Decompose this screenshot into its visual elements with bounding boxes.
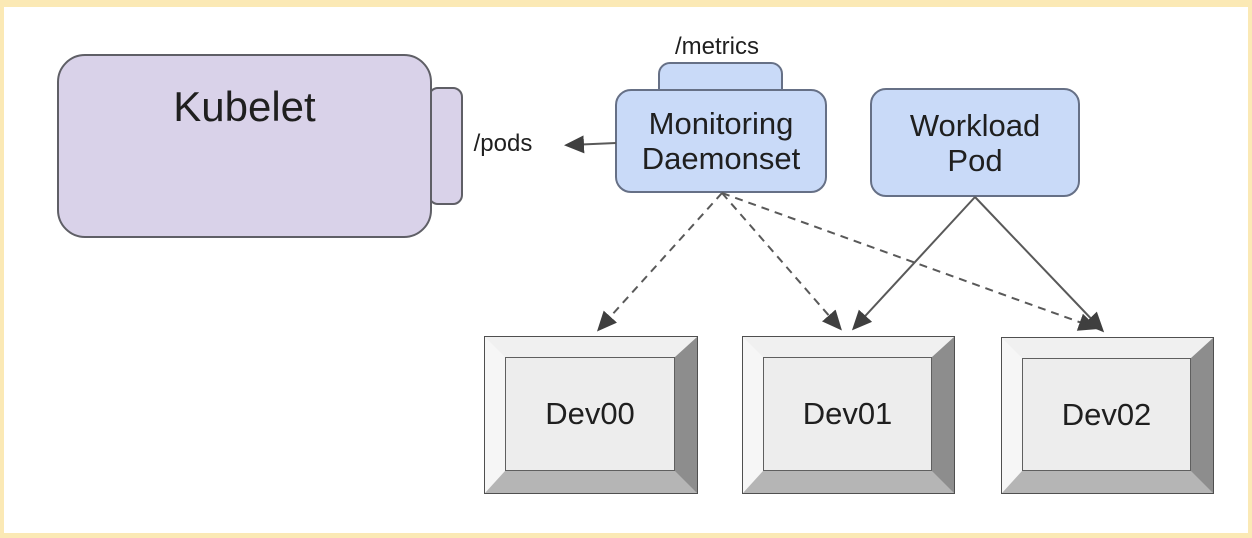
kubelet-node: Kubelet [57, 54, 432, 238]
metrics-endpoint-label: /metrics [675, 33, 759, 60]
edge-monitoring_daemonset-dev01 [721, 192, 842, 331]
device-label: Dev00 [545, 396, 635, 431]
edge-workload_pod-dev01 [851, 196, 976, 331]
monitoring-daemonset-node: Monitoring Daemonset [615, 89, 827, 193]
workload-pod-label: Workload Pod [909, 107, 1041, 178]
edge-monitoring_daemonset-pods_endpoint [564, 135, 617, 154]
device-node-dev02: Dev02 [1002, 338, 1213, 493]
device-node-dev00: Dev00 [485, 337, 697, 493]
kubelet-label: Kubelet [173, 83, 316, 130]
edge-workload_pod-dev02 [974, 196, 1105, 333]
edge-monitoring_daemonset-dev00 [596, 192, 723, 332]
device-label: Dev01 [802, 396, 893, 431]
device-panel: Dev01 [763, 357, 932, 471]
workload-pod-node: Workload Pod [870, 88, 1080, 197]
device-panel: Dev00 [505, 357, 675, 471]
monitoring-daemonset-label: Monitoring Daemonset [641, 106, 801, 176]
pods-endpoint-label: /pods [473, 130, 533, 157]
device-node-dev01: Dev01 [743, 337, 954, 493]
device-label: Dev02 [1061, 396, 1152, 432]
edge-monitoring_daemonset-dev02 [721, 192, 1099, 331]
device-panel: Dev02 [1022, 358, 1191, 471]
